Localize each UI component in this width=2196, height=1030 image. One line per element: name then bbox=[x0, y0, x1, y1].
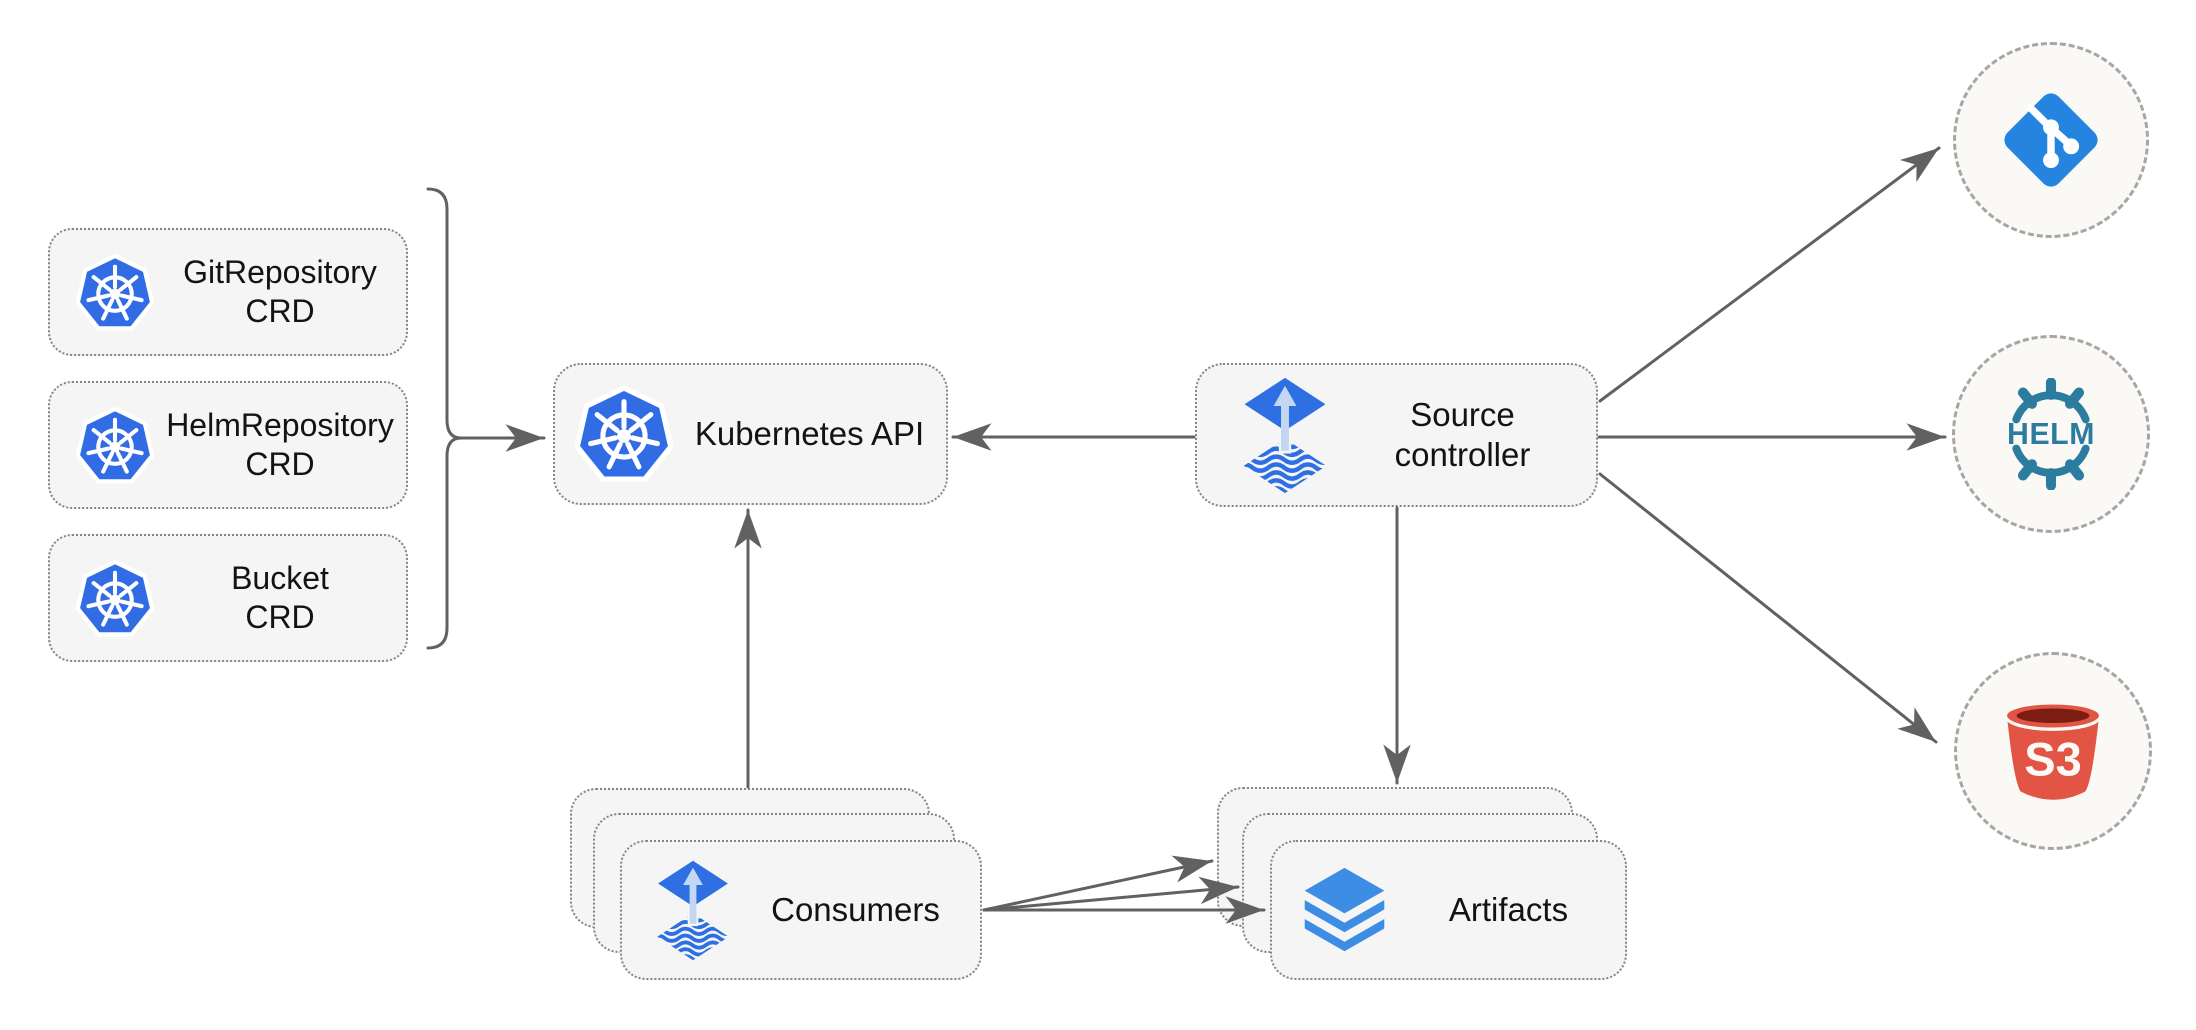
remote-helm: HELM bbox=[1952, 335, 2150, 533]
node-label: Consumers bbox=[771, 890, 940, 928]
node-gitrepository-crd: GitRepository CRD bbox=[48, 228, 408, 356]
node-label: Artifacts bbox=[1448, 890, 1569, 928]
kubernetes-icon bbox=[76, 252, 154, 333]
node-label: Kubernetes API bbox=[694, 414, 925, 452]
arrow-consumers-to-artifacts-1 bbox=[982, 855, 1214, 912]
arrow-consumers-to-artifacts-2 bbox=[982, 876, 1240, 912]
remote-git bbox=[1953, 42, 2149, 238]
node-artifacts: Artifacts bbox=[1270, 840, 1627, 980]
node-label: Source controller bbox=[1394, 395, 1531, 473]
node-source-controller: Source controller bbox=[1195, 363, 1598, 507]
s3-bucket-icon: S3 bbox=[2005, 703, 2101, 800]
layers-icon bbox=[1304, 867, 1385, 951]
helm-logo-text: HELM bbox=[2007, 418, 2095, 451]
kubernetes-icon bbox=[575, 383, 673, 485]
kubernetes-icon bbox=[76, 405, 154, 486]
git-icon bbox=[2004, 93, 2098, 187]
node-consumers: Consumers bbox=[620, 840, 982, 980]
node-label: HelmRepository CRD bbox=[166, 406, 394, 482]
remote-s3: S3 bbox=[1954, 652, 2152, 850]
s3-logo-text: S3 bbox=[2024, 733, 2082, 786]
helm-icon: HELM bbox=[2007, 378, 2095, 490]
node-label: Bucket CRD bbox=[231, 559, 329, 635]
arrow-source-to-s3 bbox=[1598, 472, 1938, 744]
node-label: GitRepository CRD bbox=[183, 253, 377, 329]
node-bucket-crd: Bucket CRD bbox=[48, 534, 408, 662]
node-kubernetes-api: Kubernetes API bbox=[553, 363, 948, 505]
kubernetes-icon bbox=[76, 558, 154, 639]
flux-icon bbox=[1241, 377, 1329, 494]
crd-stack-bracket bbox=[426, 187, 463, 650]
node-helmrepository-crd: HelmRepository CRD bbox=[48, 381, 408, 509]
arrow-source-to-git bbox=[1598, 146, 1941, 403]
flux-icon bbox=[655, 860, 731, 961]
